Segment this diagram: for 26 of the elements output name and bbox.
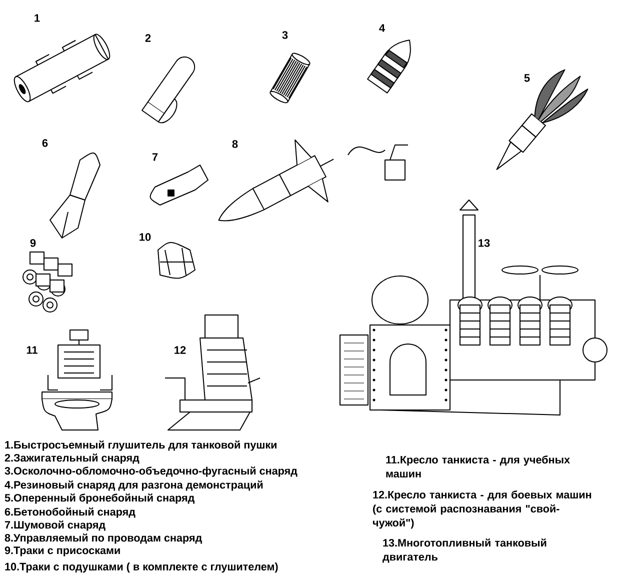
callout-number: 9 — [30, 239, 36, 247]
legend-item: 8.Управляемый по проводам снаряд — [4, 534, 202, 544]
legend-item: 13.Многотопливный танковый двигатель — [382, 538, 546, 563]
legend-item: 3.Осколочно-обломочно-объедочно-фугасный снаряд — [4, 466, 298, 477]
callout-number: 3 — [282, 31, 288, 39]
legend-item: 12.Кресло танкиста - для боевых машин (с системой распознавания "свой-чужой") — [372, 490, 592, 529]
callout-number: 12 — [174, 346, 186, 354]
callout-number: 4 — [379, 24, 385, 32]
legend-item: 4.Резиновый снаряд для разгона демонстраций — [4, 480, 263, 491]
legend-item: 10.Траки с подушками ( в комплекте с глушителем) — [5, 562, 278, 573]
legend-item: 11.Кресло танкиста - для учебных машин — [386, 456, 570, 478]
legend-item: 5.Оперенный бронебойный снаряд — [4, 494, 194, 504]
callout-number: 13 — [478, 239, 490, 247]
callout-number: 11 — [26, 346, 38, 354]
callout-number: 6 — [42, 139, 48, 147]
callout-number: 8 — [232, 140, 238, 148]
callout-number: 1 — [34, 14, 40, 22]
callout-number: 10 — [140, 233, 151, 241]
legend-item: 7.Шумовой снаряд — [4, 520, 106, 531]
legend-item: 1.Быстросъемный глушитель для танковой пушки — [5, 440, 276, 451]
callout-number: 5 — [524, 74, 530, 82]
legend-item: 2.Зажигательный снаряд — [4, 454, 140, 464]
callout-number: 2 — [145, 34, 151, 42]
legend-item: 9.Траки с присосками — [4, 546, 120, 556]
callout-number: 7 — [152, 153, 158, 161]
legend-item: 6.Бетонобойный снаряд — [4, 508, 136, 518]
